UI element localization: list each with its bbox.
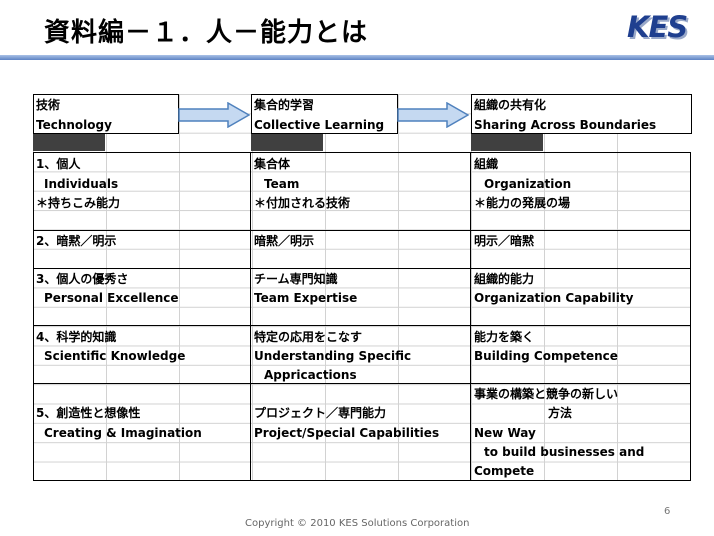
- page-title: 資料編－１．人－能力とは: [44, 18, 369, 48]
- cell-text: 特定の応用をこなす: [254, 330, 363, 344]
- cell-text: Personal Excellence: [44, 291, 179, 305]
- cell-text: 方法: [548, 406, 573, 420]
- cell-text: 組織: [474, 157, 499, 171]
- cell-text: チーム専門知識: [254, 272, 338, 286]
- cell-text: 4、科学的知識: [36, 330, 117, 344]
- cell-text: 事業の構築と競争の新しい: [474, 387, 619, 401]
- header-technology: [33, 94, 179, 134]
- header-technology-en: Technology: [36, 118, 112, 132]
- title-divider: [0, 55, 714, 60]
- row-divider: [33, 325, 690, 326]
- cell-text: Project/Special Capabilities: [254, 426, 440, 440]
- cell-text: Appricactions: [264, 368, 357, 382]
- cell-text: Building Competence: [474, 349, 618, 363]
- arrow-right-icon: [178, 102, 250, 128]
- header-collective-en: Collective Learning: [254, 118, 385, 132]
- arrow-right-icon: [397, 102, 469, 128]
- cell-text: 明示／暗黙: [474, 234, 535, 248]
- cell-text: Compete: [474, 464, 535, 478]
- cell-text: ＊持ちこみ能力: [36, 196, 121, 210]
- cell-text: 組織的能力: [474, 272, 535, 286]
- cell-text: 能力を築く: [474, 330, 535, 344]
- cell-text: 集合体: [254, 157, 291, 171]
- header-sharing-jp: 組織の共有化: [474, 98, 547, 112]
- cell-text: New Way: [474, 426, 536, 440]
- cell-text: ＊能力の発展の場: [474, 196, 571, 210]
- dark-cell: [471, 134, 543, 151]
- copyright-notice: Copyright © 2010 KES Solutions Corporati…: [245, 518, 470, 529]
- cell-text: to build businesses and: [484, 445, 645, 459]
- header-technology-jp: 技術: [36, 98, 61, 112]
- content-grid: [33, 152, 691, 481]
- page-number: 6: [664, 506, 671, 517]
- cell-text: 2、暗黙／明示: [36, 234, 117, 248]
- cell-text: 暗黙／明示: [254, 234, 315, 248]
- header-collective-jp: 集合的学習: [254, 98, 315, 112]
- row-divider: [33, 383, 690, 384]
- row-divider: [33, 268, 690, 269]
- cell-text: Organization Capability: [474, 291, 634, 305]
- cell-text: 3、個人の優秀さ: [36, 272, 129, 286]
- cell-text: プロジェクト／専門能力: [254, 406, 387, 420]
- column-divider: [250, 152, 251, 480]
- cell-text: Organization: [484, 177, 572, 191]
- dark-cell: [251, 134, 323, 151]
- cell-text: Scientific Knowledge: [44, 349, 186, 363]
- cell-text: 5、創造性と想像性: [36, 406, 141, 420]
- kes-logo: KES: [627, 10, 688, 44]
- cell-text: ＊付加される技術: [254, 196, 351, 210]
- cell-text: Team: [264, 177, 300, 191]
- header-sharing: [471, 94, 692, 134]
- header-sharing-en: Sharing Across Boundaries: [474, 118, 657, 132]
- row-divider: [33, 230, 690, 231]
- dark-cell: [33, 134, 105, 151]
- cell-text: Understanding Specific: [254, 349, 412, 363]
- cell-text: Team Expertise: [254, 291, 358, 305]
- spreadsheet-table: [33, 94, 690, 481]
- cell-text: 1、個人: [36, 157, 81, 171]
- cell-text: Individuals: [44, 177, 119, 191]
- column-divider: [470, 152, 471, 480]
- cell-text: Creating & Imagination: [44, 426, 202, 440]
